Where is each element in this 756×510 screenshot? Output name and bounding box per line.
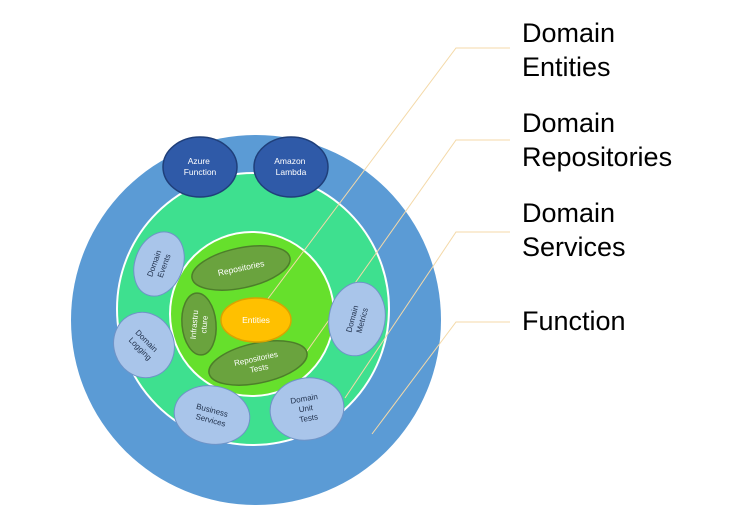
leader-line-entities — [257, 47, 510, 313]
entities-label: Entities — [242, 315, 270, 325]
amazon-lambda-node: Amazon Lambda — [253, 136, 329, 198]
leader-line-services — [344, 231, 510, 399]
azure-function-node: Azure Function — [162, 136, 238, 198]
domain-metrics-node: Domain Metrics — [328, 281, 386, 357]
domain-unit-tests-node: Domain Unit Tests — [269, 377, 345, 441]
entities-node: Entities — [220, 297, 292, 343]
azure-function-label: Azure Function — [184, 156, 217, 177]
domain-services-label: Domain Services — [522, 196, 626, 264]
amazon-lambda-label: Amazon Lambda — [274, 156, 308, 177]
domain-entities-line-2: Entities — [522, 52, 611, 82]
business-services-node: Business Services — [173, 385, 251, 445]
domain-repositories-line-1: Domain — [522, 108, 616, 138]
domain-services-line-2: Services — [522, 232, 626, 262]
domain-entities-line-1: Domain — [522, 18, 616, 48]
domain-events-node: Domain Events — [133, 231, 185, 297]
domain-repositories-line-2: Repositories — [522, 142, 673, 172]
function-label: Function — [522, 304, 626, 338]
domain-entities-label: Domain Entities — [522, 16, 615, 84]
infrastructure-node: Infrastru cture — [181, 292, 217, 356]
domain-services-line-1: Domain — [522, 198, 616, 228]
repositories-node: Repositories — [191, 245, 291, 291]
function-line-1: Function — [522, 306, 626, 336]
leader-line-function — [371, 321, 510, 435]
infrastructure-label: Infrastru cture — [189, 307, 211, 340]
domain-unit-tests-label: Domain Unit Tests — [290, 392, 324, 426]
repositories-tests-node: Repositories Tests — [208, 340, 308, 386]
domain-logging-node: Domain Logging — [113, 311, 175, 379]
domain-repositories-label: Domain Repositories — [522, 106, 672, 174]
